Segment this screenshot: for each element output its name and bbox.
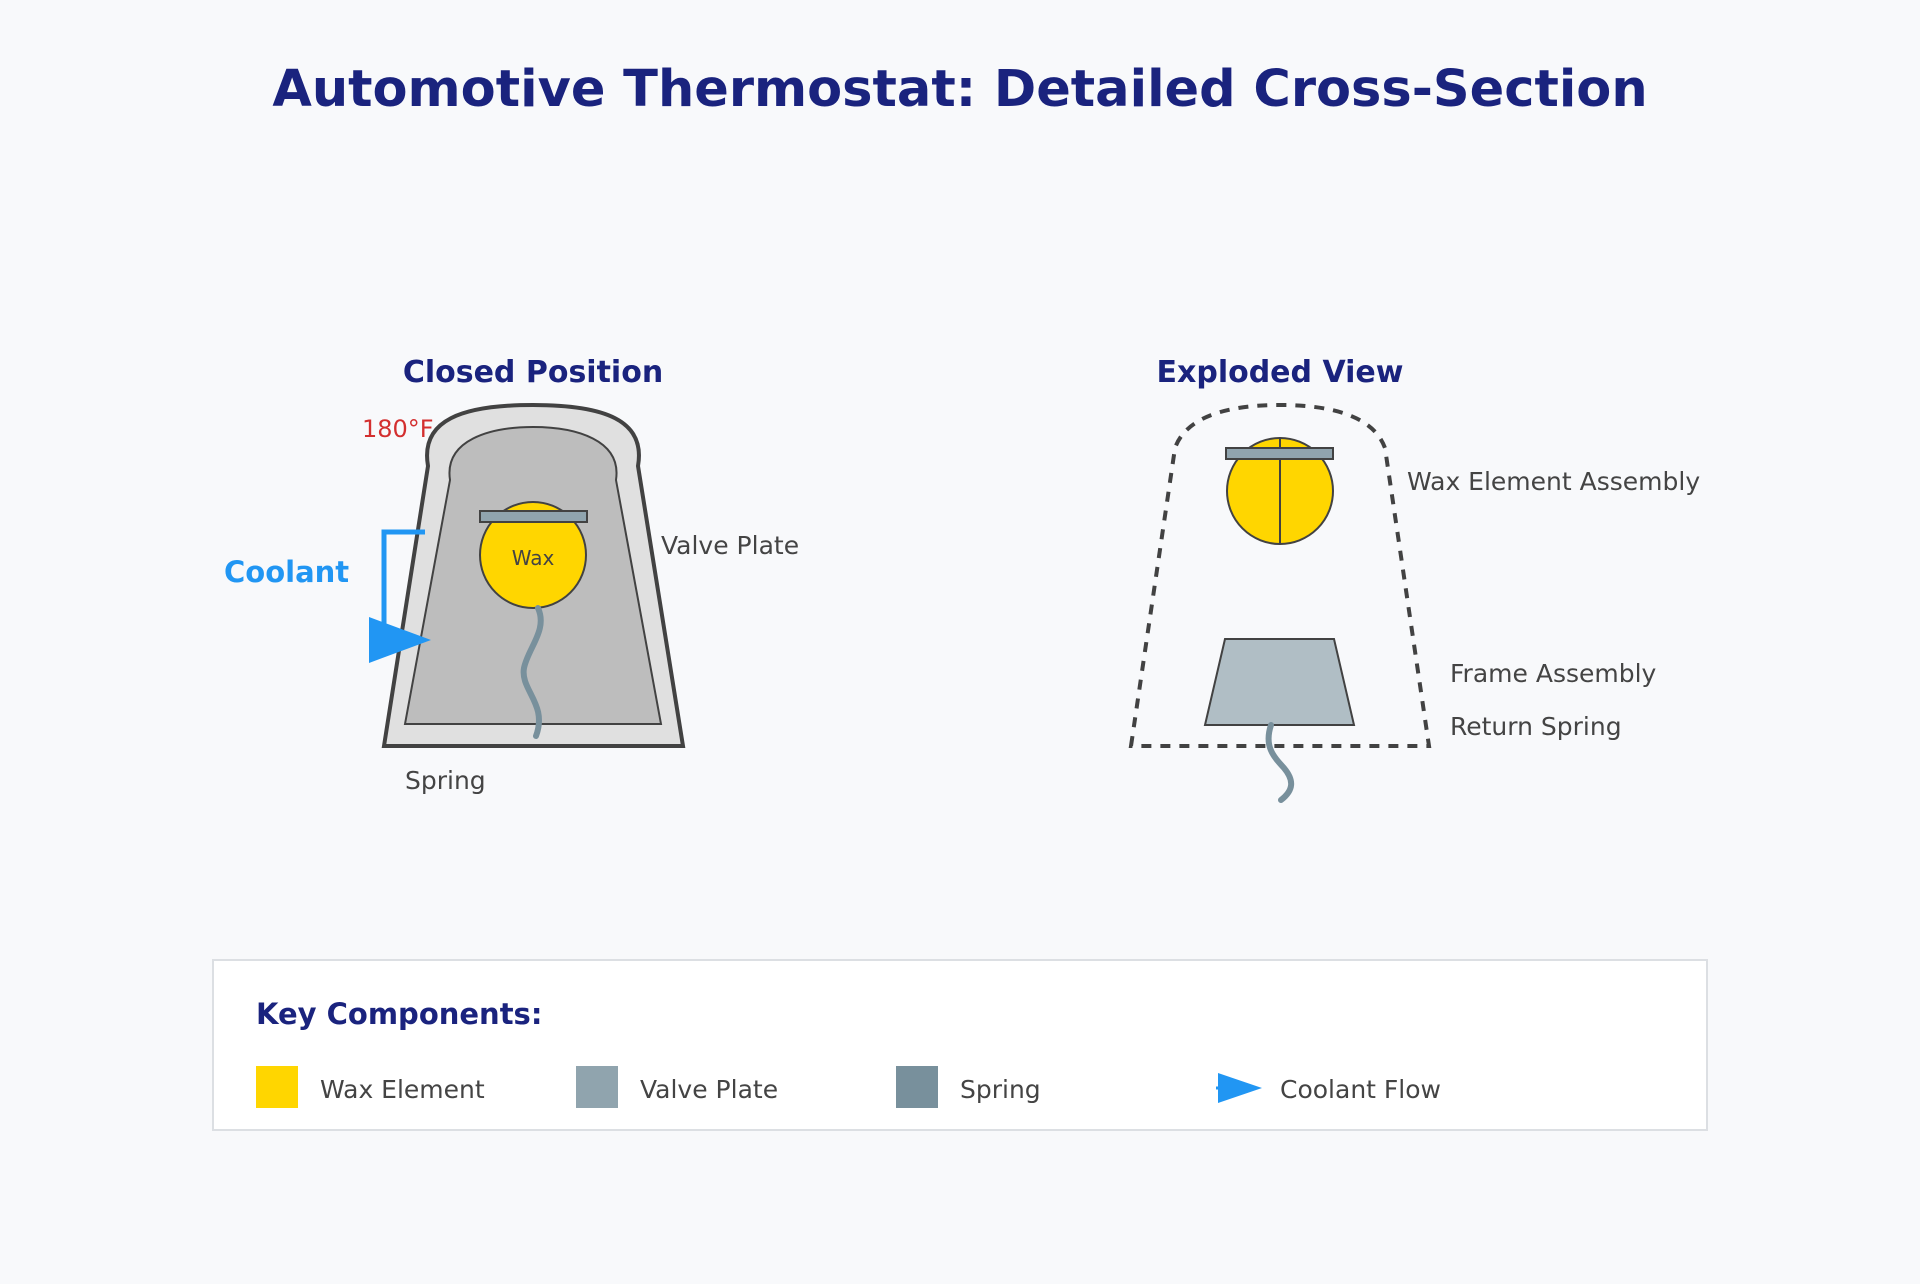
coolant-arrow-icon xyxy=(1218,1073,1262,1103)
legend-item-wax-element: Wax Element xyxy=(256,1066,485,1108)
exploded-view-heading: Exploded View xyxy=(1157,355,1404,390)
coolant-flow-line xyxy=(381,529,425,632)
spring-label: Spring xyxy=(405,766,486,795)
wax-swatch xyxy=(256,1066,298,1108)
legend-heading: Key Components: xyxy=(256,997,542,1031)
legend-panel xyxy=(212,959,1708,1131)
spring-swatch xyxy=(896,1066,938,1108)
legend-item-spring: Spring xyxy=(896,1066,1041,1108)
valve-plate-exploded xyxy=(1225,447,1334,460)
valve-plate xyxy=(479,510,588,523)
spring xyxy=(520,605,544,739)
valve-plate-swatch xyxy=(576,1066,618,1108)
coolant-arrow-icon xyxy=(369,617,431,663)
coolant-label: Coolant xyxy=(224,555,349,589)
wax-element-assembly-label: Wax Element Assembly xyxy=(1407,467,1700,496)
legend-item-valve-plate: Valve Plate xyxy=(576,1066,778,1108)
closed-position-heading: Closed Position xyxy=(403,355,663,390)
wax-element xyxy=(479,501,587,609)
exploded-view-group: Exploded View Wax Element Assembly Frame… xyxy=(1128,355,1700,803)
return-spring xyxy=(1265,722,1295,803)
valve-plate-label: Valve Plate xyxy=(661,531,799,560)
wax-label: Wax xyxy=(512,546,555,570)
return-spring-label: Return Spring xyxy=(1450,712,1622,741)
legend-box: Key Components: Wax Element Valve Plate … xyxy=(212,959,1708,1131)
frame-assembly-label: Frame Assembly xyxy=(1450,659,1657,688)
closed-position-group: Closed Position Wax 180°F Coolant Valve … xyxy=(224,355,799,795)
legend-label: Coolant Flow xyxy=(1280,1075,1441,1104)
temperature-label: 180°F xyxy=(362,415,434,443)
housing-outline-dashed xyxy=(1128,402,1432,748)
legend-item-coolant-flow: Coolant Flow xyxy=(1216,1073,1441,1104)
diagram-title: Automotive Thermostat: Detailed Cross-Se… xyxy=(272,60,1647,119)
legend-label: Wax Element xyxy=(320,1075,485,1104)
frame-assembly xyxy=(1203,638,1356,726)
legend-label: Spring xyxy=(960,1075,1041,1104)
legend-label: Valve Plate xyxy=(640,1075,778,1104)
